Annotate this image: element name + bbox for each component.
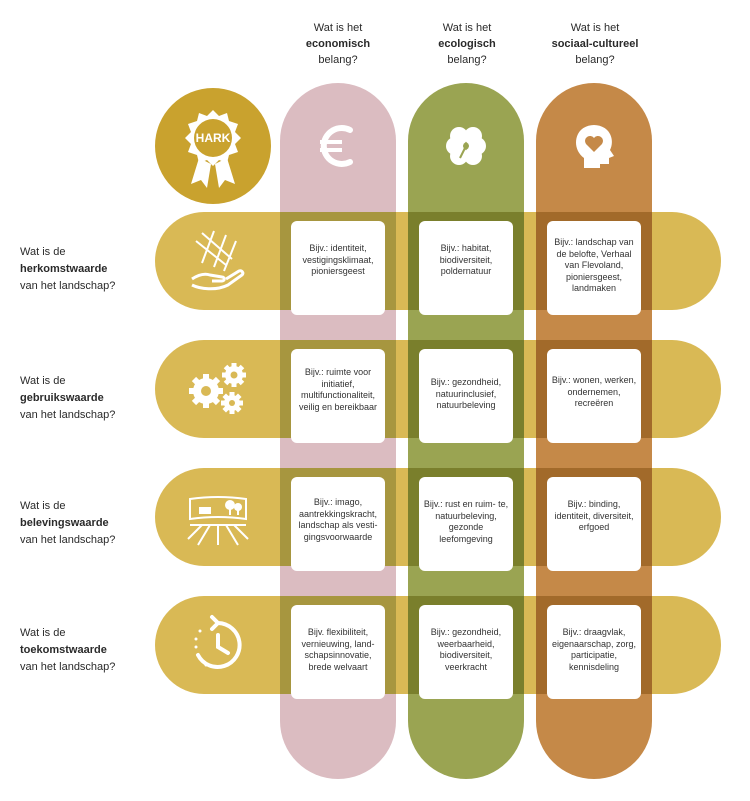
row-heading-experience: Wat is de belevingswaarde van het landsc… — [20, 498, 150, 549]
cell-use-ecological: Bijv.: gezondheid, natuurinclusief, natu… — [419, 349, 513, 443]
column-heading-economic: Wat is het economisch belang? — [273, 20, 403, 68]
column-heading-bold: ecologisch — [438, 38, 496, 50]
cell-origin-social: Bijv.: landschap van de belofte, Verhaal… — [547, 221, 641, 315]
row-heading-origin: Wat is de herkomstwaarde van het landsch… — [20, 244, 150, 295]
clover-icon — [438, 118, 494, 174]
row-heading-pre: Wat is de — [20, 627, 66, 639]
landscape-view-icon — [186, 485, 250, 549]
gears-icon — [186, 357, 250, 421]
clock-future-icon — [186, 613, 250, 677]
cell-experience-social: Bijv.: binding, identiteit, diversiteit,… — [547, 477, 641, 571]
column-heading-pre: Wat is het — [442, 22, 492, 34]
cell-use-social: Bijv.: wonen, werken, ondernemen, recreë… — [547, 349, 641, 443]
row-heading-bold: toekomstwaarde — [20, 644, 107, 656]
cell-origin-ecological: Bijv.: habitat, biodiversiteit, polderna… — [419, 221, 513, 315]
badge-text: HARK — [195, 131, 231, 145]
rosette-badge-icon — [185, 110, 241, 188]
cell-origin-economic: Bijv.: identiteit, vestigingsklimaat, pi… — [291, 221, 385, 315]
column-heading-bold: economisch — [305, 38, 371, 50]
cell-future-economic: Bijv. flexibiliteit, vernieuwing, land- … — [291, 605, 385, 699]
column-heading-bold: sociaal-cultureel — [551, 38, 639, 50]
row-heading-future: Wat is de toekomstwaarde van het landsch… — [20, 625, 150, 676]
column-heading-social-cultural: Wat is het sociaal-cultureel belang? — [530, 20, 660, 68]
row-heading-pre: Wat is de — [20, 246, 66, 258]
row-heading-bold: belevingswaarde — [20, 517, 109, 529]
column-heading-pre: Wat is het — [570, 22, 620, 34]
column-heading-post: belang? — [575, 54, 615, 66]
row-heading-use: Wat is de gebruikswaarde van het landsch… — [20, 373, 150, 424]
row-heading-post: van het landschap? — [20, 409, 116, 421]
row-heading-bold: gebruikswaarde — [20, 392, 104, 404]
column-heading-post: belang? — [318, 54, 358, 66]
cell-future-social: Bijv.: draagvlak, eigenaarschap, zorg, p… — [547, 605, 641, 699]
column-heading-pre: Wat is het — [313, 22, 363, 34]
row-heading-post: van het landschap? — [20, 661, 116, 673]
euro-icon — [310, 118, 366, 174]
row-heading-pre: Wat is de — [20, 500, 66, 512]
cell-experience-ecological: Bijv.: rust en ruim- te, natuurbeleving,… — [419, 477, 513, 571]
head-heart-icon — [566, 118, 622, 174]
hand-grid-icon — [186, 229, 250, 293]
cell-experience-economic: Bijv.: imago, aantrekkingskracht, landsc… — [291, 477, 385, 571]
cell-use-economic: Bijv.: ruimte voor initiatief, multifunc… — [291, 349, 385, 443]
row-heading-post: van het landschap? — [20, 280, 116, 292]
row-heading-pre: Wat is de — [20, 375, 66, 387]
column-heading-post: belang? — [447, 54, 487, 66]
row-heading-post: van het landschap? — [20, 534, 116, 546]
hark-badge: HARK — [155, 88, 271, 204]
column-heading-ecological: Wat is het ecologisch belang? — [402, 20, 532, 68]
cell-future-ecological: Bijv.: gezondheid, weerbaarheid, biodive… — [419, 605, 513, 699]
row-heading-bold: herkomstwaarde — [20, 263, 108, 275]
